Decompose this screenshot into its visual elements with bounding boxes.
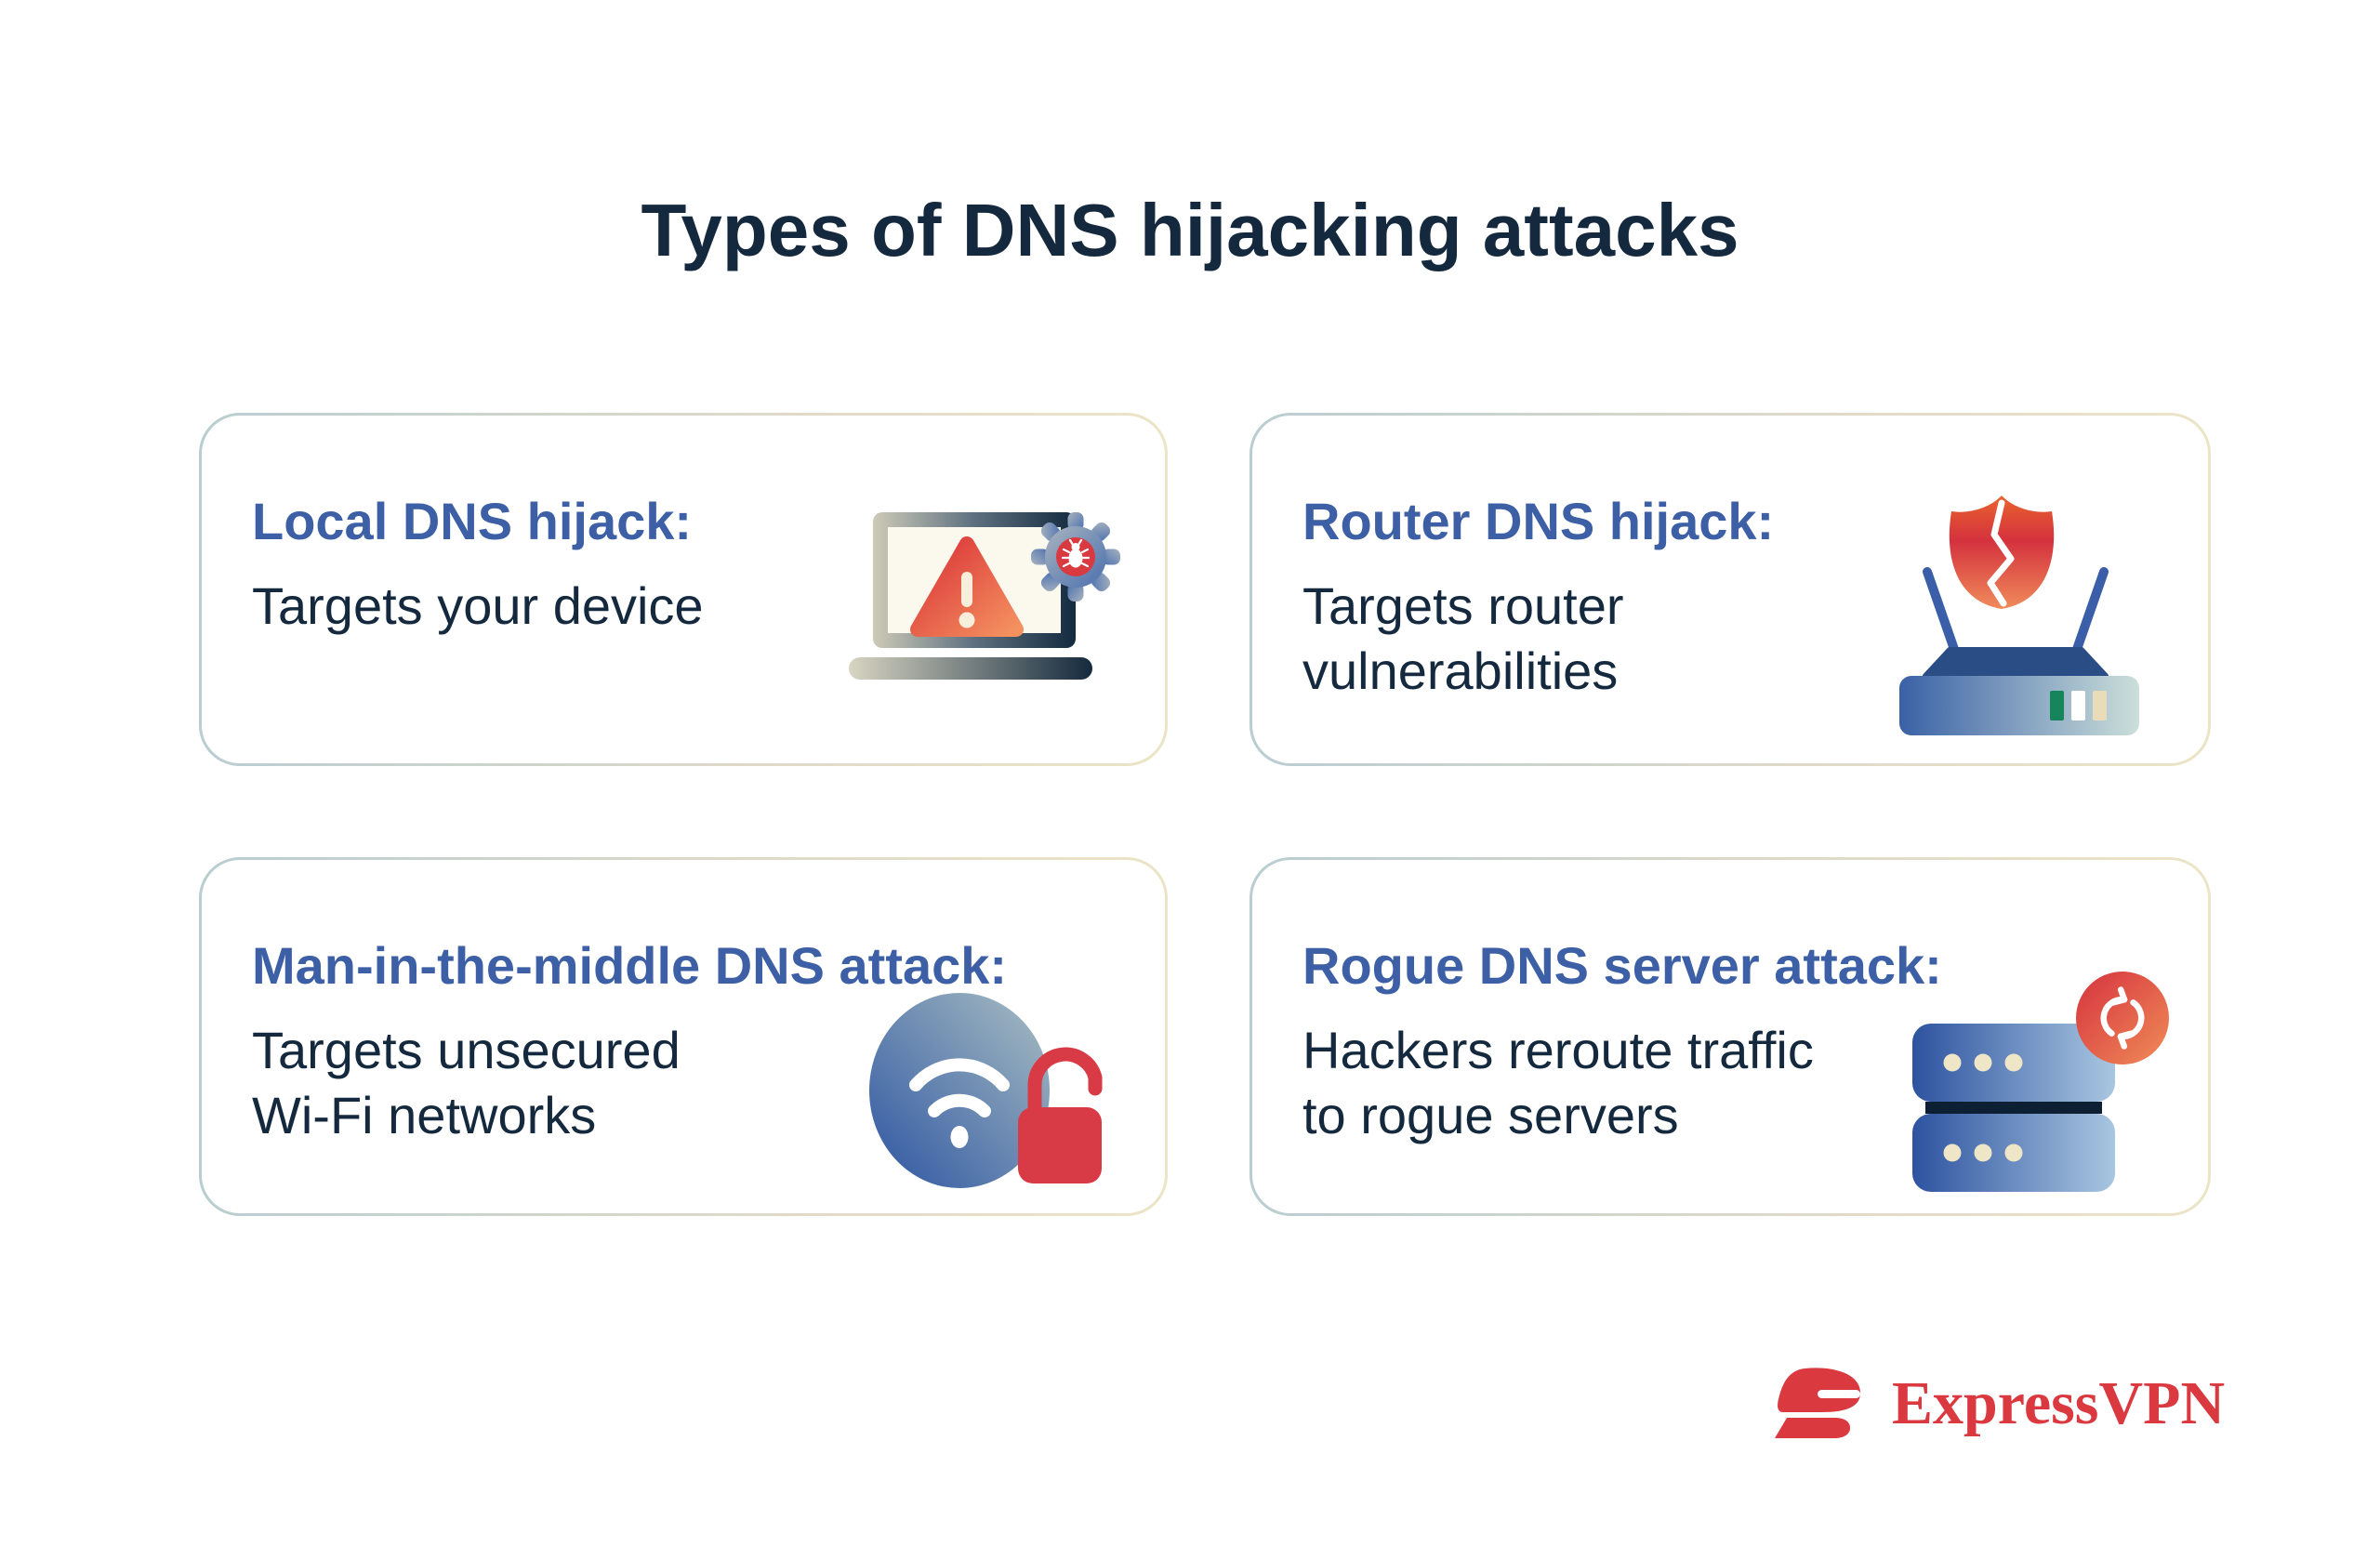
card-body: Targets router vulnerabilities bbox=[1302, 576, 1624, 700]
card-body: Hackers reroute traffic to rogue servers bbox=[1302, 1021, 1814, 1144]
card-mitm-dns-attack: Man-in-the-middle DNS attack: Targets un… bbox=[199, 857, 1168, 1216]
card-heading: Man-in-the-middle DNS attack: bbox=[252, 936, 1008, 995]
gear-icon bbox=[1031, 512, 1120, 602]
sync-badge bbox=[2076, 972, 2169, 1064]
brand-footer: ExpressVPN bbox=[1771, 1363, 2225, 1445]
cracked-shield-icon bbox=[1949, 496, 2055, 609]
card-rogue-dns-server-content: Rogue DNS server attack: Hackers reroute… bbox=[1252, 860, 2208, 1213]
card-heading: Local DNS hijack: bbox=[252, 492, 693, 550]
bug-icon bbox=[1061, 538, 1091, 568]
card-heading: Rogue DNS server attack: bbox=[1302, 936, 1942, 995]
card-body: Targets unsecured Wi-Fi networks bbox=[252, 1021, 681, 1144]
card-rogue-dns-server: Rogue DNS server attack: Hackers reroute… bbox=[1250, 857, 2211, 1216]
laptop-warning-icon bbox=[849, 512, 1120, 680]
card-local-dns-hijack-content: Local DNS hijack: Targets your device bbox=[202, 416, 1165, 763]
open-padlock-icon bbox=[1018, 1047, 1103, 1183]
brand-wordmark: ExpressVPN bbox=[1892, 1369, 2226, 1437]
wifi-unlocked-icon bbox=[869, 993, 1103, 1188]
page-title: Types of DNS hijacking attacks bbox=[641, 188, 1739, 271]
sync-arrows-icon bbox=[2100, 986, 2145, 1050]
card-body: Targets your device bbox=[252, 576, 704, 635]
router-shield-icon bbox=[1899, 496, 2139, 735]
card-local-dns-hijack: Local DNS hijack: Targets your device bbox=[199, 413, 1168, 766]
card-router-dns-hijack-content: Router DNS hijack: Targets router vulner… bbox=[1252, 416, 2208, 763]
server-sync-icon bbox=[1912, 972, 2169, 1192]
card-router-dns-hijack: Router DNS hijack: Targets router vulner… bbox=[1250, 413, 2211, 766]
expressvpn-logo-icon bbox=[1775, 1368, 1861, 1438]
card-mitm-dns-attack-content: Man-in-the-middle DNS attack: Targets un… bbox=[202, 860, 1165, 1213]
card-heading: Router DNS hijack: bbox=[1302, 492, 1775, 550]
